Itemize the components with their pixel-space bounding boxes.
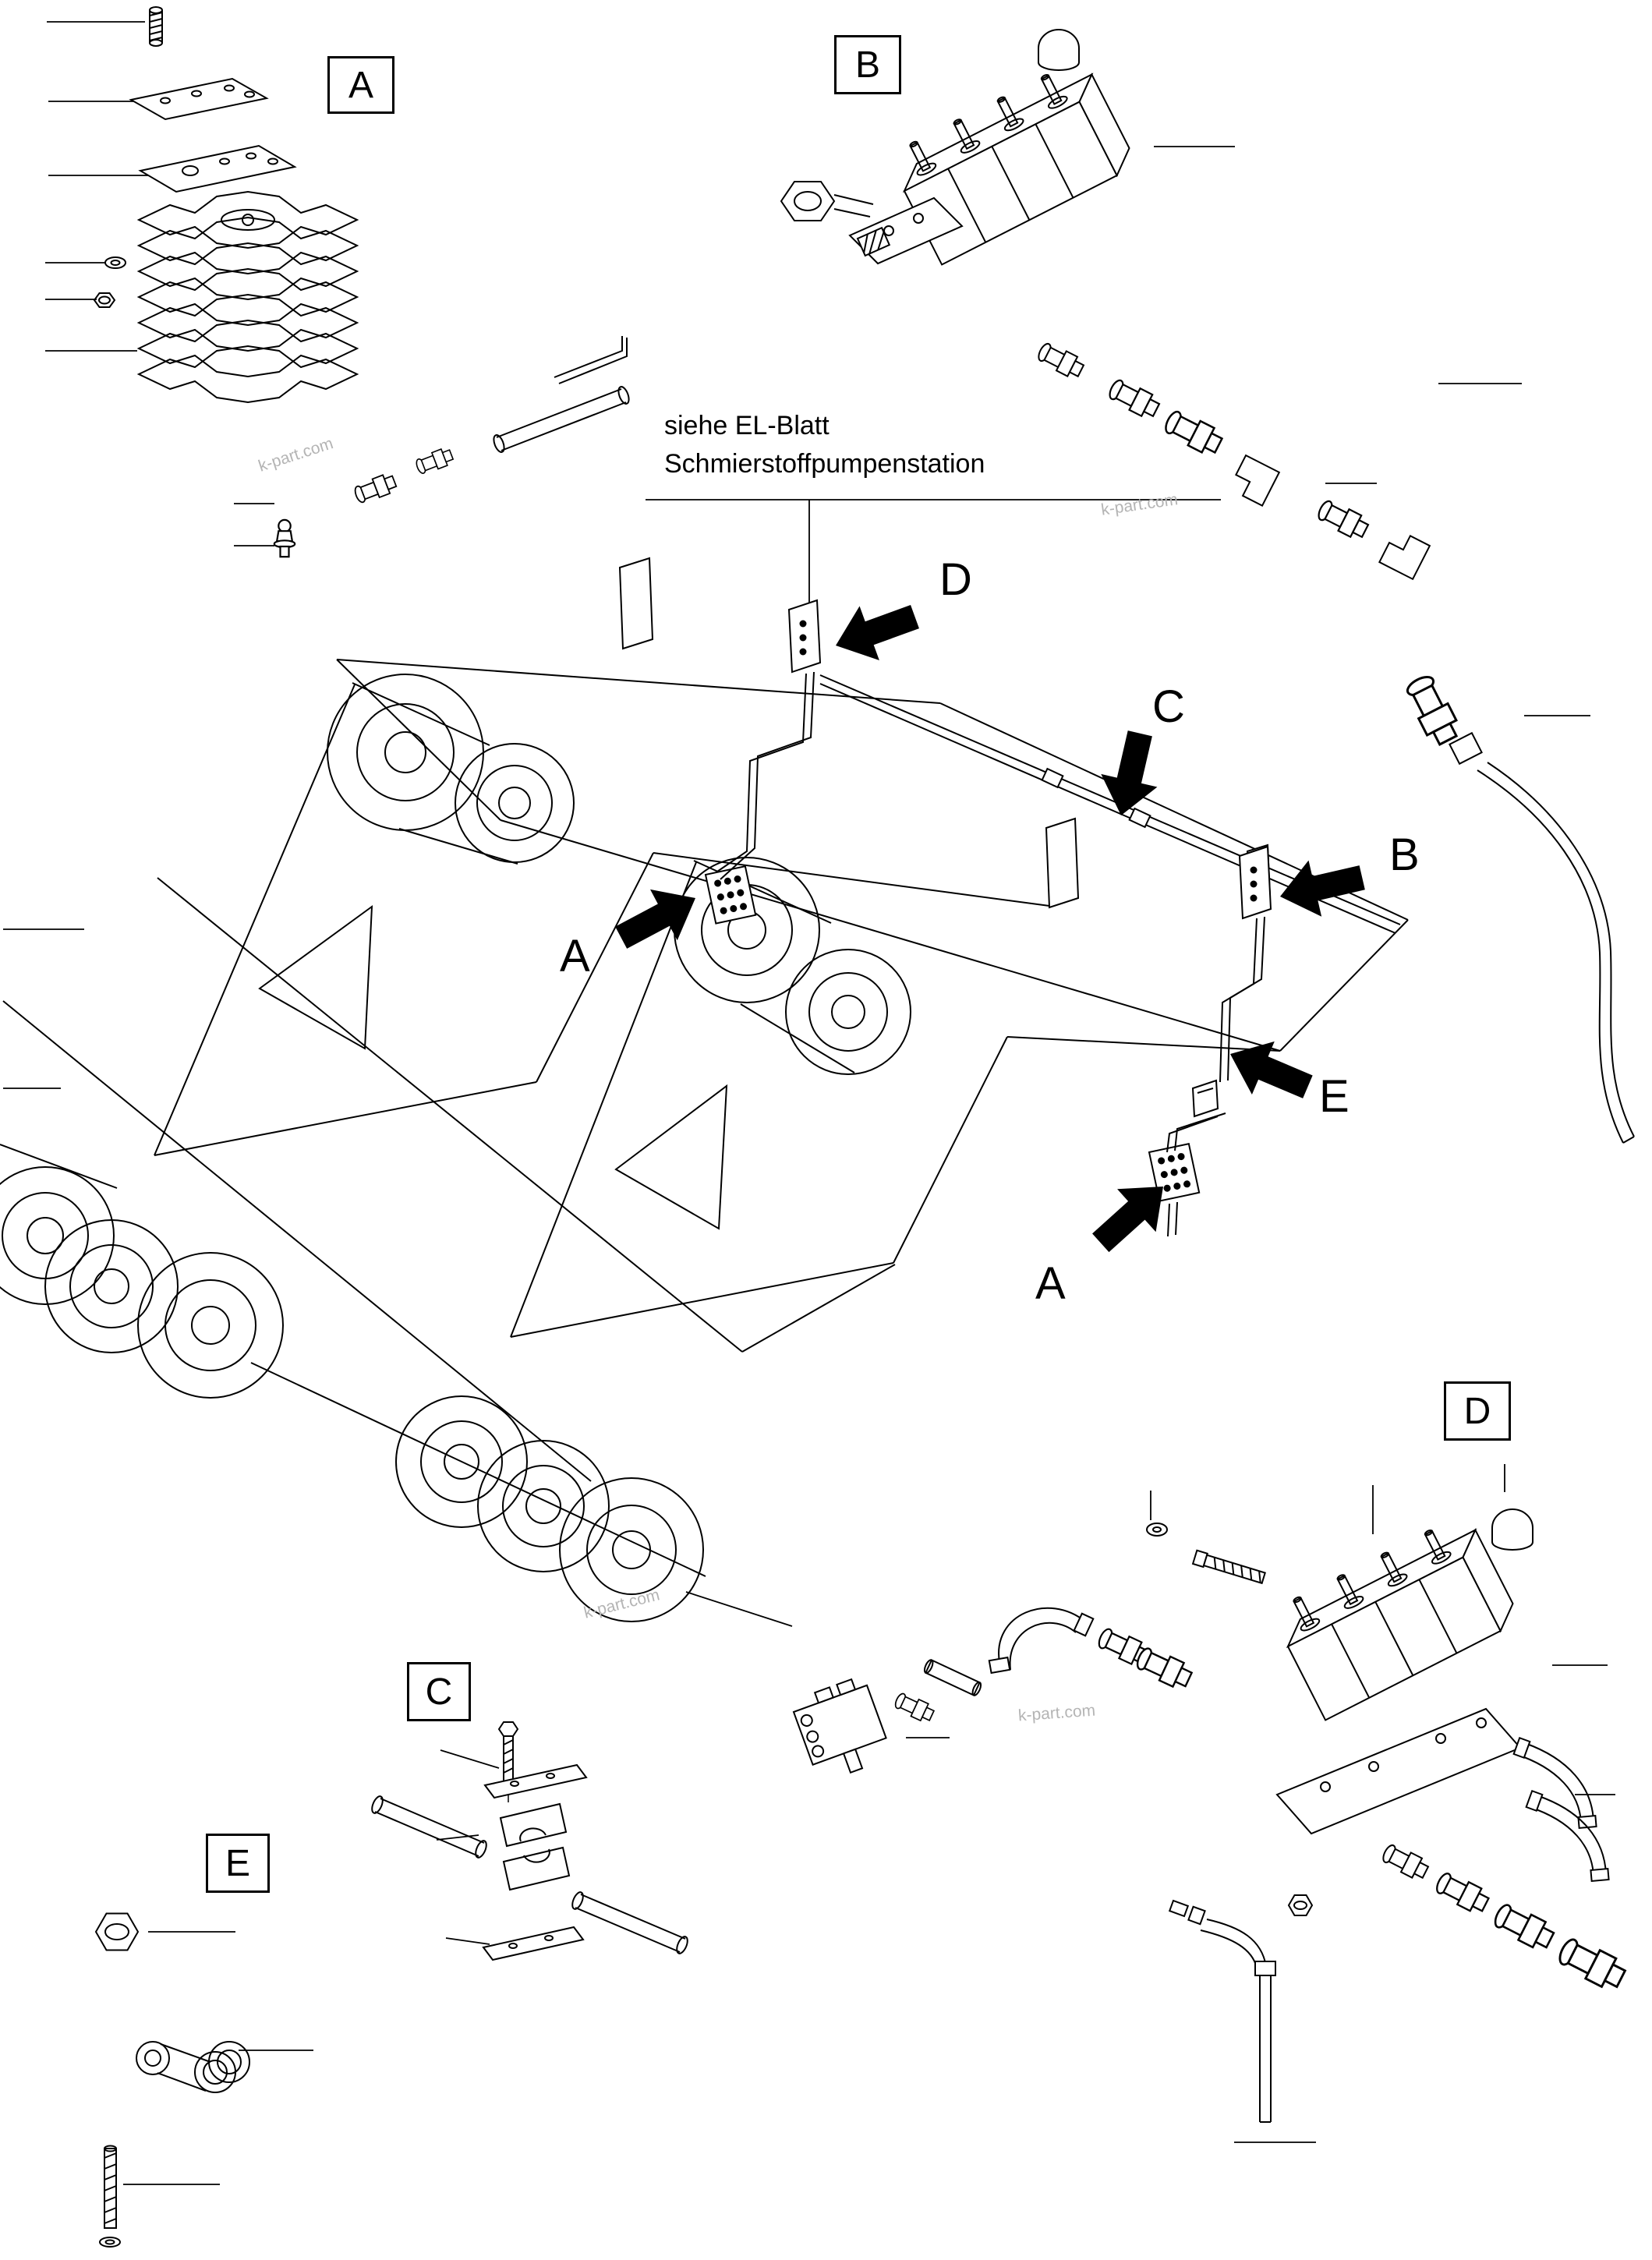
section-frame-a: A (327, 56, 394, 114)
callout-letter-a-bottom: A (1035, 1258, 1066, 1309)
callout-letter-d: D (939, 554, 972, 605)
lube-bracket-d-target (787, 599, 822, 674)
exploded-view-e (94, 1912, 250, 2248)
callout-letter-e: E (1319, 1071, 1350, 1122)
section-frame-c: C (407, 1662, 471, 1721)
section-frame-b: B (834, 35, 901, 94)
section-letter-e: E (225, 1842, 250, 1884)
callout-letter-c: C (1152, 681, 1185, 732)
exploded-view-b (780, 29, 1635, 1144)
manifold-a-target-mid (704, 865, 757, 925)
distributor-block-d (1286, 1528, 1514, 1721)
section-letter-d: D (1463, 1390, 1491, 1432)
callout-letter-b: B (1389, 829, 1420, 880)
arrow-a-mid-icon (607, 872, 709, 964)
section-letter-b: B (854, 44, 880, 86)
exploded-view-c (371, 1721, 688, 1961)
reference-note-line2: Schmierstoffpumpenstation (664, 449, 985, 479)
exploded-view-a (93, 6, 630, 558)
main-frame-drawing (0, 557, 1409, 1622)
section-frame-e: E (206, 1834, 270, 1893)
lube-bracket-b-target (1238, 845, 1272, 920)
section-letter-c: C (425, 1671, 453, 1713)
section-letter-a: A (348, 64, 373, 106)
reference-note: siehe EL-Blatt Schmierstoffpumpenstation (664, 407, 985, 484)
arrow-e-icon (1219, 1027, 1319, 1114)
arrow-b-icon (1273, 849, 1369, 925)
reference-note-line1: siehe EL-Blatt (664, 411, 830, 440)
pump-port-block (792, 1678, 887, 1774)
exploded-view-d (792, 1508, 1629, 2123)
leader-lines (3, 21, 1615, 2185)
clamp-e-target (1191, 1079, 1219, 1118)
arrow-d-icon (826, 589, 925, 673)
callout-letter-a-mid: A (560, 931, 590, 981)
section-frame-d: D (1444, 1381, 1511, 1441)
